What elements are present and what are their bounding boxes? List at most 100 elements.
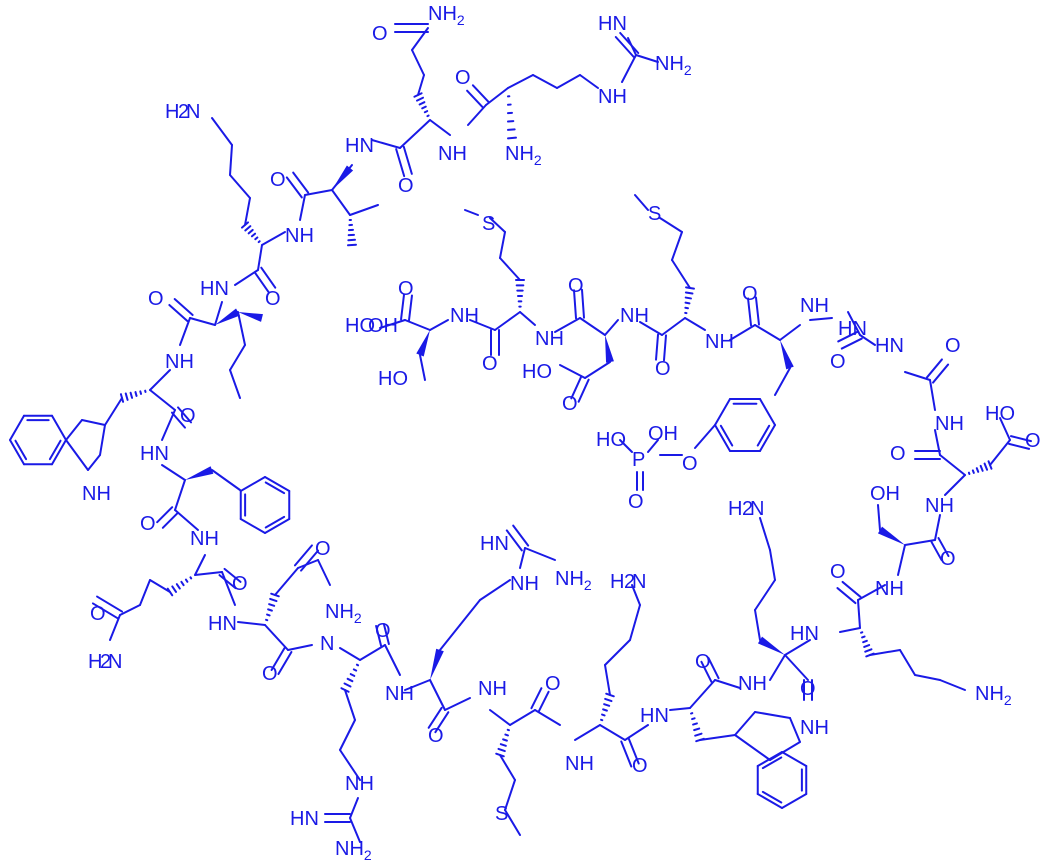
- bond-164: [382, 623, 390, 646]
- bond-165: [375, 624, 383, 647]
- bond-16: [471, 84, 490, 104]
- amino-n-label: N: [750, 498, 764, 520]
- bond-269: [971, 469, 975, 474]
- bond-135: [266, 613, 271, 617]
- oxygen-label: O: [682, 453, 698, 475]
- bond-337: [554, 317, 581, 333]
- bond-353: [429, 319, 449, 331]
- wedge-bond-65: [215, 308, 240, 325]
- amino-n-label: N: [186, 101, 200, 123]
- bond-103: [239, 518, 266, 534]
- bond-88: [48, 439, 62, 461]
- bond-148: [287, 644, 313, 651]
- bond-252: [869, 649, 901, 656]
- bond-126: [96, 595, 124, 613]
- amino-n-label: N: [108, 651, 122, 673]
- sulfur-label: S: [482, 213, 495, 235]
- bond-74: [149, 369, 171, 391]
- bond-295: [714, 424, 731, 452]
- oxygen-label: O: [945, 335, 961, 357]
- bond-125: [119, 604, 141, 616]
- subscript-label: 2: [100, 651, 111, 673]
- bond-175: [524, 547, 556, 561]
- wedge-bond-292: [780, 340, 794, 370]
- bond-194: [574, 724, 601, 741]
- wedge-bond-69: [238, 312, 263, 322]
- bond-253: [899, 649, 916, 676]
- bond-115: [174, 509, 199, 531]
- bond-62: [260, 266, 277, 289]
- amine-nh2-label: NH2: [325, 601, 362, 626]
- bond-128: [109, 614, 121, 641]
- bond-64: [214, 301, 223, 326]
- bond-274: [989, 439, 1011, 466]
- bond-286: [859, 334, 876, 346]
- bond-239: [769, 549, 776, 581]
- bond-193: [534, 709, 561, 726]
- bond-266: [934, 514, 941, 541]
- bond-192: [530, 687, 543, 710]
- oxygen-label: O: [890, 443, 906, 465]
- bond-1: [619, 31, 640, 54]
- bond-152: [349, 673, 356, 677]
- ho-label: HO: [378, 368, 408, 390]
- bond-249: [863, 644, 871, 648]
- bond-17: [466, 89, 485, 109]
- bond-140: [274, 567, 299, 596]
- bond-46: [292, 171, 310, 194]
- bond-102: [264, 518, 291, 534]
- bond-238: [754, 579, 776, 611]
- bond-245: [839, 627, 861, 633]
- bond-132: [221, 571, 236, 606]
- bond-230: [734, 734, 771, 761]
- bond-147: [277, 651, 293, 676]
- bond-197: [602, 708, 608, 712]
- bond-322: [659, 217, 683, 233]
- nh-label: NH: [925, 495, 954, 517]
- bond-219: [756, 793, 783, 809]
- oxygen-label: O: [628, 491, 644, 513]
- bond-278: [939, 454, 966, 476]
- bond-331: [570, 375, 583, 400]
- oxygen-label: O: [232, 573, 248, 595]
- bond-85: [9, 414, 25, 441]
- bond-98: [177, 406, 193, 424]
- bond-141: [297, 559, 319, 569]
- bond-53: [247, 228, 254, 235]
- bond-218: [781, 793, 808, 809]
- oxygen-label: O: [830, 351, 846, 373]
- bond-300: [719, 424, 734, 447]
- bond-51: [254, 236, 259, 241]
- ho-label: HO: [596, 429, 626, 451]
- bond-174: [505, 529, 523, 552]
- bond-277: [999, 417, 1011, 441]
- bond-228: [789, 717, 801, 743]
- bond-299: [756, 424, 771, 447]
- amine-nh2-label: NH2: [655, 53, 692, 78]
- bond-234: [714, 679, 741, 689]
- nh-label: NH: [190, 528, 219, 550]
- bond-82: [51, 439, 67, 466]
- bond-38: [349, 204, 379, 216]
- bond-241: [784, 654, 809, 681]
- amino-n-label: N: [632, 571, 646, 593]
- bond-124: [139, 579, 151, 606]
- oxygen-label: O: [315, 538, 331, 560]
- bond-130: [218, 574, 237, 590]
- bond-96: [149, 389, 176, 411]
- oxygen-label: O: [375, 620, 391, 642]
- oxygen-label: O: [262, 663, 278, 685]
- subscript-label: 2: [624, 571, 635, 593]
- amino-n-label: N: [320, 633, 334, 655]
- bond-50: [257, 240, 261, 244]
- oxygen-label: O: [655, 358, 671, 380]
- bond-216: [699, 734, 736, 741]
- ho-label: HO: [522, 361, 552, 383]
- bond-106: [264, 476, 291, 492]
- bond-97: [170, 411, 186, 429]
- bond-276: [1009, 435, 1032, 443]
- bond-179: [444, 697, 471, 711]
- bond-335: [580, 288, 585, 319]
- bond-196: [601, 713, 606, 717]
